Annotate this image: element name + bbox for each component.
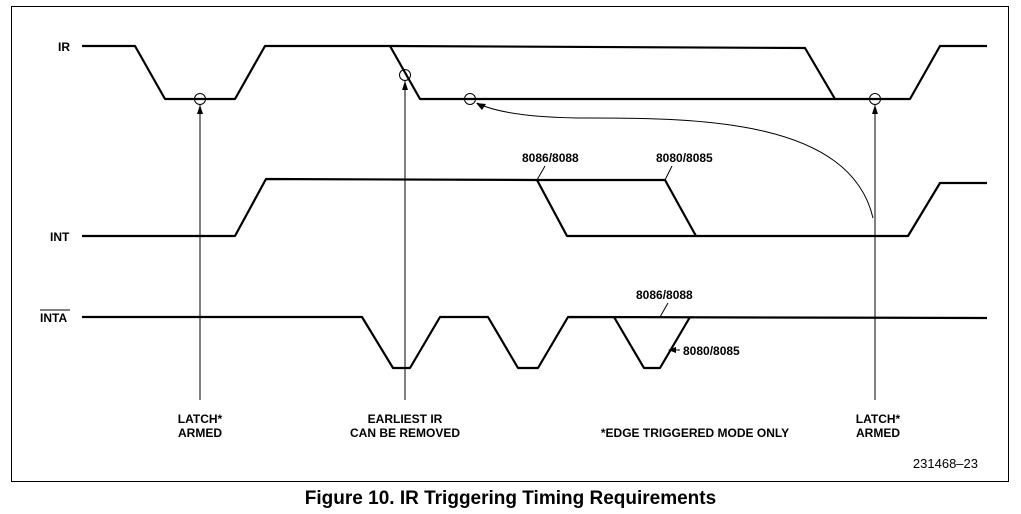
latch-armed-label: LATCH* <box>178 412 223 426</box>
arrowhead <box>476 103 486 110</box>
edge-triggered-note: *EDGE TRIGGERED MODE ONLY <box>601 426 789 440</box>
earliest-ir-marker <box>399 69 411 81</box>
arrowhead <box>402 81 408 90</box>
ir-signal-label: IR <box>58 40 70 54</box>
earliest-ir-label: EARLIEST IR <box>368 412 443 426</box>
latch-armed-marker <box>194 93 206 105</box>
int-8080-label: 8080/8085 <box>656 151 713 165</box>
latch-armed-label-2: ARMED <box>856 426 900 440</box>
curved-arrow <box>476 102 874 219</box>
latch-armed-marker-2 <box>869 93 881 105</box>
inta-signal-label: INTA <box>40 311 67 325</box>
leader-inta-8086 <box>659 302 669 318</box>
inta-waveform-8080 <box>613 316 691 370</box>
ir-waveform <box>82 44 987 101</box>
arrowhead <box>668 347 676 353</box>
inta-waveform <box>82 315 988 370</box>
int-waveform-8080 <box>537 178 697 237</box>
figure-id: 231468–23 <box>913 456 978 471</box>
ir-waveform-alt <box>389 44 836 100</box>
inta-8086-label: 8086/8088 <box>636 288 693 302</box>
figure-caption: Figure 10. IR Triggering Timing Requirem… <box>304 488 717 509</box>
int-signal-label: INT <box>50 230 70 244</box>
arrowhead <box>872 105 878 114</box>
int-waveform <box>82 177 987 238</box>
leader-int-8086 <box>536 165 546 181</box>
int-8086-label: 8086/8088 <box>522 151 579 165</box>
leader-int-8080 <box>664 165 673 181</box>
latch-armed-label: ARMED <box>178 426 222 440</box>
diagram-frame <box>11 6 1009 482</box>
earliest-ir-label: CAN BE REMOVED <box>350 426 460 440</box>
ir-low-marker <box>464 93 476 105</box>
inta-8080-label: 8080/8085 <box>683 344 740 358</box>
arrowhead <box>197 105 203 114</box>
latch-armed-label-2: LATCH* <box>856 412 901 426</box>
